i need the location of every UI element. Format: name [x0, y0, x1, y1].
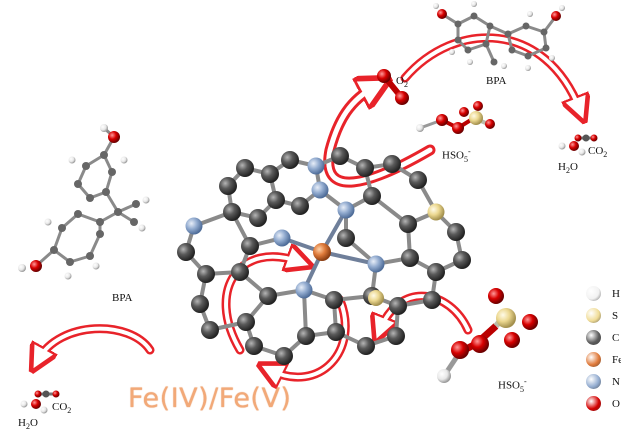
bpa-label-top: BPA [486, 75, 507, 87]
h2o-label-right: H2O [558, 161, 578, 176]
bpa-molecule-top [433, 1, 565, 71]
legend-swatch-s [586, 308, 601, 323]
legend-label-s: S [612, 310, 619, 322]
iron-center [313, 243, 331, 261]
legend-swatch-n [586, 374, 601, 389]
hso5-label-right: HSO5- [498, 377, 527, 394]
legend-label-o: O [612, 398, 620, 410]
legend-item-o: O [586, 396, 621, 418]
bpa-label-left: BPA [112, 292, 133, 304]
legend-label-n: N [612, 376, 620, 388]
o2-molecule [377, 69, 409, 105]
legend-item-fe: Fe [586, 352, 621, 374]
legend-item-c: C [586, 330, 621, 352]
hso5-molecule-right [437, 288, 538, 383]
hso5-label-mid: HSO5- [442, 147, 471, 164]
legend-swatch-fe [586, 352, 601, 367]
legend-item-n: N [586, 374, 621, 396]
legend-swatch-c [586, 330, 601, 345]
fe-complex-atoms [177, 147, 471, 365]
arrow-bpa-to-co2 [400, 33, 580, 110]
legend-label-fe: Fe [612, 354, 621, 366]
arrow-bpa-left-to-co2 [38, 324, 155, 360]
bpa-molecule-left [18, 124, 150, 280]
legend-swatch-h [586, 286, 601, 301]
legend-swatch-o [586, 396, 601, 411]
legend-label-h: H [612, 288, 620, 300]
oxidation-state-label: Fe(IV)/Fe(V) [128, 383, 292, 414]
h2o-label-left: H2O [18, 417, 38, 432]
legend-item-s: S [586, 308, 621, 330]
co2-label-right: CO2 [588, 145, 608, 160]
o2-label: O2 [396, 75, 408, 90]
co2-h2o-right [558, 134, 598, 156]
legend-label-c: C [612, 332, 620, 344]
co2-label-left: CO2 [52, 401, 72, 416]
co2-h2o-left [20, 390, 60, 414]
hso5-molecule-mid [416, 101, 495, 134]
legend-item-h: H [586, 286, 621, 308]
